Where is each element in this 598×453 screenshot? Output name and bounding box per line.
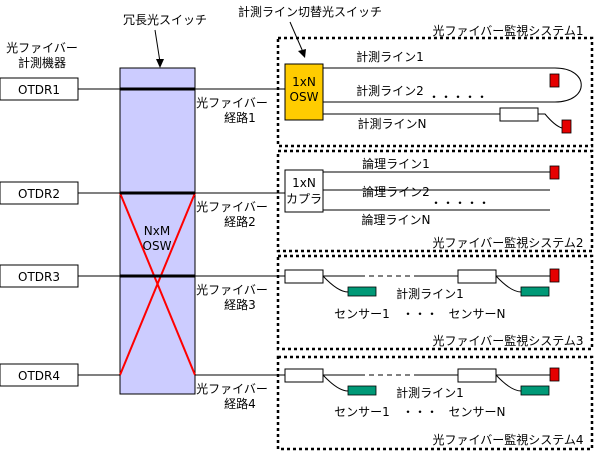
path3-label-line2: 経路3 [224, 297, 256, 312]
system1-line-1-label: 計測ライン1 [356, 49, 424, 64]
system2-dots: ・・・・・ [430, 196, 490, 210]
system2-frame [276, 149, 594, 253]
system4-sensor-n-lead [495, 374, 522, 392]
system3-connector-2 [457, 269, 497, 284]
line-switch-title: 計測ライン切替光スイッチ [238, 4, 382, 19]
system3-line-label: 計測ライン1 [396, 286, 464, 301]
nxm-osw-label-line2: OSW [143, 239, 172, 253]
system1-loop-curve [554, 67, 582, 103]
system2-line-n-label: 論理ラインN [362, 212, 431, 227]
system4-sensor-1 [347, 385, 377, 396]
path2-label-line2: 経路2 [224, 214, 256, 229]
path4-label-line1: 光ファイバー [196, 382, 268, 396]
system1-terminator-n [561, 119, 572, 134]
system4-connector-2 [457, 368, 497, 383]
system4-sensor-1-label: センサー1 [334, 405, 390, 419]
system2-coupler-label-line1: 1xN [292, 176, 316, 190]
system1-line-2-label: 計測ライン2 [356, 83, 424, 98]
system1-osw-label-line1: 1xN [292, 75, 316, 89]
system3-sensor-n [520, 286, 550, 297]
system3-sensor-n-label: センサーN [449, 307, 506, 321]
instrument-header-line2: 計測機器 [18, 55, 66, 70]
path1-label-line2: 経路1 [224, 110, 256, 125]
system2-line-2-label: 論理ライン2 [362, 184, 430, 199]
system3-sensor-1-lead [322, 275, 349, 293]
system3-title: 光ファイバー監視システム3 [432, 333, 583, 348]
system1-dots: ・・・・・ [428, 90, 488, 104]
system4-sensor-1-lead [322, 374, 349, 392]
instrument-header-line1: 光ファイバー [6, 41, 78, 55]
system1-osw-label-line2: OSW [290, 90, 319, 104]
redundant-switch-arrow [154, 29, 161, 63]
otdr-label-3: OTDR3 [18, 270, 60, 284]
otdr-label-1: OTDR1 [18, 83, 60, 97]
system3-terminator [549, 268, 560, 283]
system3-connector-1 [284, 269, 324, 284]
system4-dots: ・・・ [402, 405, 438, 419]
path1-label-line1: 光ファイバー [196, 96, 268, 110]
system4-title: 光ファイバー監視システム4 [432, 432, 583, 447]
system2-coupler-label-line2: カプラ [286, 192, 322, 206]
system4-sensor-n [520, 385, 550, 396]
otdr-label-4: OTDR4 [18, 369, 60, 383]
system1-title: 光ファイバー監視システム1 [432, 23, 583, 38]
line-switch-arrowhead [298, 49, 306, 58]
otdr-label-2: OTDR2 [18, 187, 60, 201]
path3-label-line1: 光ファイバー [196, 283, 268, 297]
system4-frame [276, 355, 594, 451]
system4-terminator [549, 367, 560, 382]
system3-sensor-1 [347, 286, 377, 297]
redundant-switch-column [119, 67, 196, 395]
redundant-switch-arrowhead [156, 59, 164, 68]
system3-dots: ・・・ [402, 307, 438, 321]
system1-frame [276, 36, 594, 148]
system1-osw-box [284, 63, 324, 121]
switch-crossline-b [119, 192, 196, 376]
system2-coupler-box [284, 169, 324, 213]
system2-terminator-1 [549, 165, 560, 180]
system1-terminator-1 [549, 73, 560, 88]
system3-frame [276, 254, 594, 351]
redundant-switch-title: 冗長光スイッチ [123, 13, 207, 27]
system4-line-label: 計測ライン1 [396, 385, 464, 400]
system2-title: 光ファイバー監視システム2 [432, 235, 583, 250]
system1-lead-fiber [538, 113, 563, 129]
system3-sensor-n-lead [495, 275, 522, 293]
path4-label-line2: 経路4 [224, 396, 256, 411]
nxm-osw-label-line1: NxM [144, 224, 170, 238]
system3-sensor-1-label: センサー1 [334, 307, 390, 321]
system2-line-1-label: 論理ライン1 [362, 156, 430, 171]
system1-line-n-label: 計測ラインN [358, 116, 427, 131]
system1-connector-box [499, 107, 539, 122]
path2-label-line1: 光ファイバー [196, 200, 268, 214]
system4-connector-1 [284, 368, 324, 383]
system4-sensor-n-label: センサーN [449, 405, 506, 419]
